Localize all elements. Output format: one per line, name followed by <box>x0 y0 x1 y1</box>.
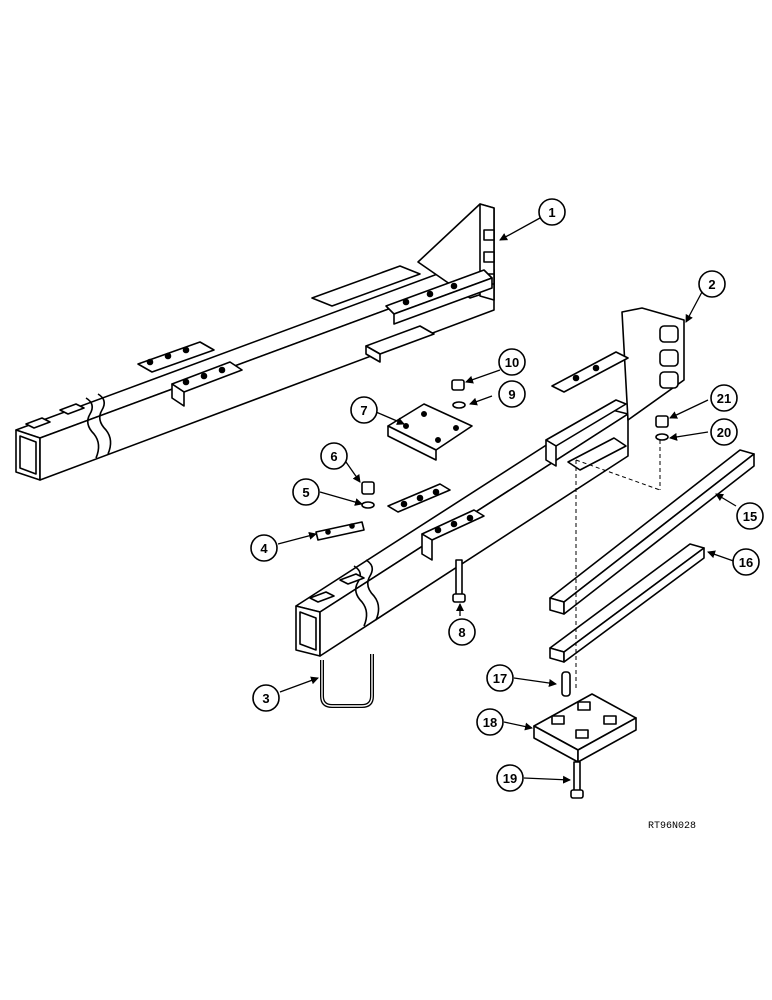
callout-7: 7 <box>350 396 378 424</box>
svg-text:6: 6 <box>330 449 337 464</box>
callout-2: 2 <box>698 270 726 298</box>
lock-washer <box>655 433 669 441</box>
lock-washer <box>452 401 466 409</box>
lock-washer <box>361 501 375 509</box>
svg-text:16: 16 <box>739 555 753 570</box>
u-bolt <box>320 654 374 708</box>
callout-18: 18 <box>476 708 504 736</box>
svg-text:19: 19 <box>503 771 517 786</box>
svg-text:15: 15 <box>743 509 757 524</box>
hex-nut <box>361 481 375 495</box>
lower-toolbar-beam <box>295 307 685 657</box>
callout-15: 15 <box>736 502 764 530</box>
callout-3: 3 <box>252 684 280 712</box>
callout-4: 4 <box>250 534 278 562</box>
svg-text:18: 18 <box>483 715 497 730</box>
callout-17: 17 <box>486 664 514 692</box>
svg-text:10: 10 <box>505 355 519 370</box>
svg-text:1: 1 <box>548 205 555 220</box>
upper-toolbar-beam <box>15 203 495 481</box>
callout-20: 20 <box>710 418 738 446</box>
drawing-code: RT96N028 <box>648 821 696 832</box>
callout-5: 5 <box>292 478 320 506</box>
svg-text:9: 9 <box>508 387 515 402</box>
svg-text:3: 3 <box>262 691 269 706</box>
svg-text:5: 5 <box>302 485 309 500</box>
svg-text:8: 8 <box>458 625 465 640</box>
callout-8: 8 <box>448 618 476 646</box>
backing-plate <box>315 521 365 541</box>
svg-text:20: 20 <box>717 425 731 440</box>
svg-text:21: 21 <box>717 391 731 406</box>
callout-1: 1 <box>538 198 566 226</box>
callout-21: 21 <box>710 384 738 412</box>
hex-nut <box>451 379 465 391</box>
callout-10: 10 <box>498 348 526 376</box>
callout-9: 9 <box>498 380 526 408</box>
svg-text:7: 7 <box>360 403 367 418</box>
svg-text:2: 2 <box>708 277 715 292</box>
callout-19: 19 <box>496 764 524 792</box>
callout-16: 16 <box>732 548 760 576</box>
hex-nut <box>655 415 669 428</box>
svg-text:4: 4 <box>260 541 268 556</box>
callout-6: 6 <box>320 442 348 470</box>
dowel-pin <box>561 671 571 697</box>
svg-text:17: 17 <box>493 671 507 686</box>
